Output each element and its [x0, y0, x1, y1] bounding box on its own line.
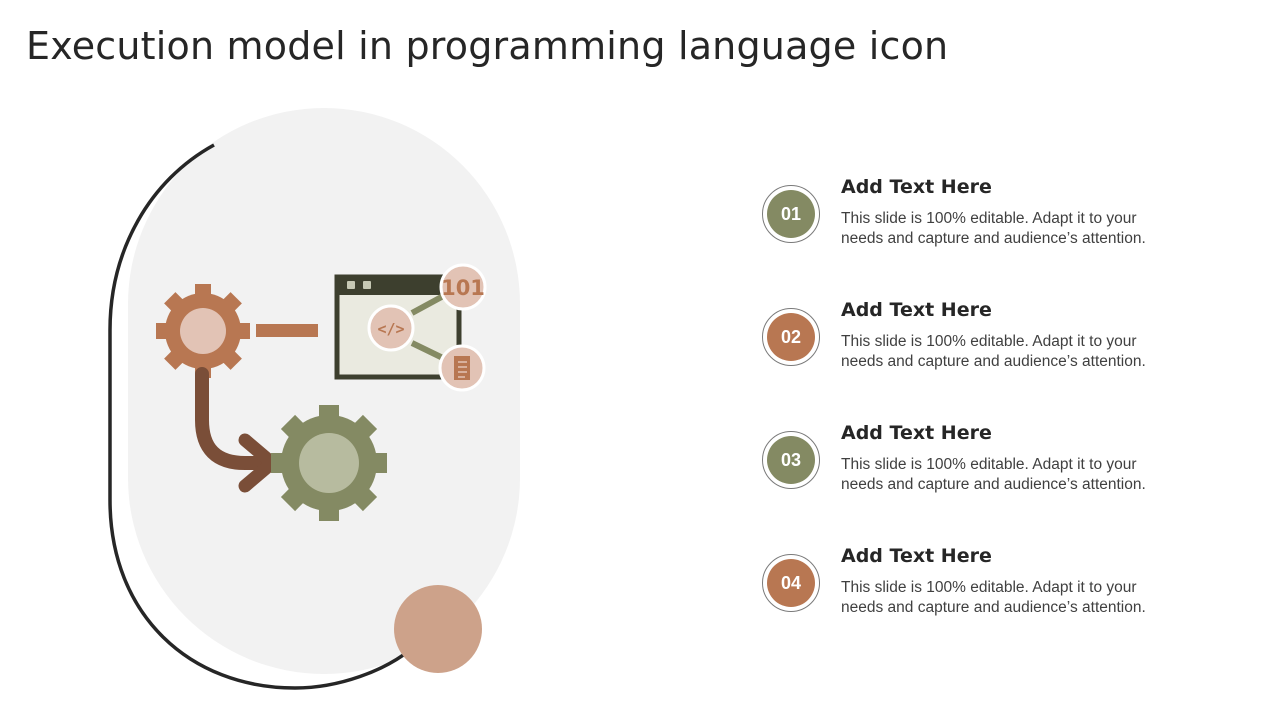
background-panel	[128, 108, 520, 674]
number-badge: 02	[762, 308, 820, 366]
document-icon	[454, 356, 470, 380]
list-item-04: 04 Add Text Here This slide is 100% edit…	[762, 545, 1202, 644]
list-item-03: 03 Add Text Here This slide is 100% edit…	[762, 422, 1202, 521]
item-text: This slide is 100% editable. Adapt it to…	[841, 333, 1146, 370]
binary-label: 101	[441, 276, 485, 300]
gear-brown-icon	[156, 284, 250, 378]
number-badge: 04	[762, 554, 820, 612]
item-text: This slide is 100% editable. Adapt it to…	[841, 456, 1146, 493]
code-brackets-icon: </>	[377, 320, 404, 338]
code-node	[367, 304, 415, 352]
binary-node	[439, 263, 487, 311]
curved-arrow-icon	[195, 367, 275, 470]
decorative-circle	[394, 585, 482, 673]
slide-title: Execution model in programming language …	[26, 24, 949, 68]
number-badge: 03	[762, 431, 820, 489]
item-heading: Add Text Here	[841, 176, 992, 198]
item-text: This slide is 100% editable. Adapt it to…	[841, 579, 1146, 616]
number-badge: 01	[762, 185, 820, 243]
connector-bar	[256, 324, 318, 337]
item-heading: Add Text Here	[841, 545, 992, 567]
item-heading: Add Text Here	[841, 422, 992, 444]
outline-arc	[108, 143, 412, 690]
number-badge-fill: 01	[767, 190, 815, 238]
item-heading: Add Text Here	[841, 299, 992, 321]
number-badge-fill: 03	[767, 436, 815, 484]
number-badge-fill: 04	[767, 559, 815, 607]
code-window-icon	[334, 274, 462, 380]
number-badge-fill: 02	[767, 313, 815, 361]
list-item-02: 02 Add Text Here This slide is 100% edit…	[762, 299, 1202, 398]
item-text: This slide is 100% editable. Adapt it to…	[841, 210, 1146, 247]
gear-olive-icon	[271, 405, 387, 521]
list-item-01: 01 Add Text Here This slide is 100% edit…	[762, 176, 1202, 275]
